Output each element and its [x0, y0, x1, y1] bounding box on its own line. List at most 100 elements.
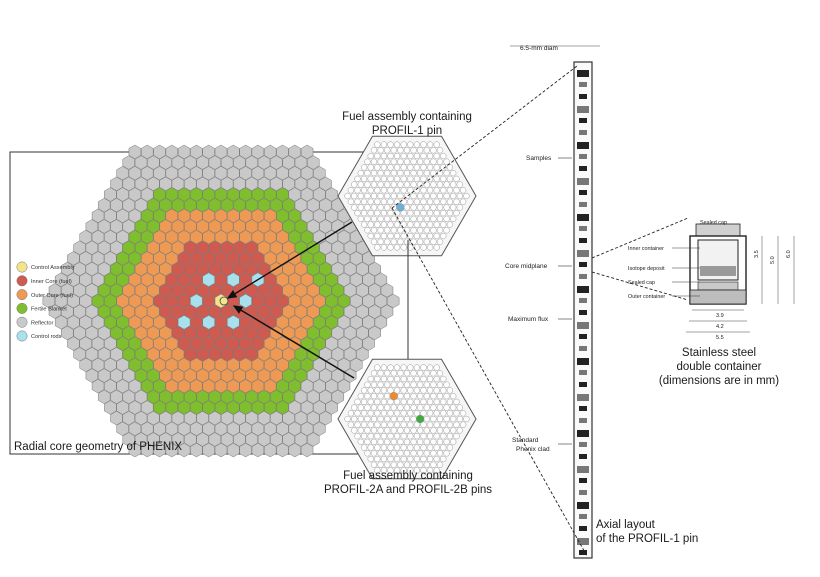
core-assembly-hex	[270, 176, 283, 191]
fuel-pin	[347, 198, 355, 205]
fuel-pin	[423, 427, 430, 434]
fuel-pin	[367, 410, 374, 417]
fuel-pin	[360, 433, 368, 440]
core-assembly-hex	[147, 240, 160, 255]
fuel-pin	[397, 215, 404, 222]
fuel-pin	[360, 410, 368, 417]
core-assembly-hex	[67, 272, 80, 287]
fuel-pin	[387, 164, 394, 171]
core-assembly-hex	[239, 336, 252, 351]
fuel-pin	[417, 192, 424, 200]
fuel-pin	[384, 450, 391, 457]
core-hex-map	[42, 144, 400, 458]
core-assembly-hex	[116, 229, 129, 245]
fuel-pin	[380, 232, 388, 240]
fuel-pin	[426, 398, 434, 405]
core-assembly-hex	[122, 283, 135, 298]
fuel-pin	[417, 427, 424, 434]
container-dimension: 5.5	[716, 335, 724, 341]
core-assembly-hex	[313, 336, 326, 351]
fuel-pin	[367, 375, 374, 383]
core-assembly-hex	[134, 368, 148, 383]
core-assembly-hex	[147, 347, 160, 362]
core-assembly-hex	[165, 144, 178, 160]
fuel-pin	[377, 461, 384, 468]
core-assembly-hex	[190, 208, 203, 223]
core-assembly-hex	[177, 421, 191, 436]
core-assembly-hex	[67, 315, 80, 330]
core-assembly-hex	[85, 304, 99, 319]
core-assembly-hex	[97, 304, 111, 319]
fuel-pin	[450, 170, 457, 177]
core-assembly-hex	[165, 357, 178, 373]
core-assembly-hex	[288, 293, 301, 309]
core-assembly-hex	[97, 219, 111, 234]
core-assembly-hex	[307, 325, 320, 341]
fuel-pin	[393, 164, 401, 171]
core-assembly-hex	[227, 357, 240, 373]
core-assembly-hex	[159, 368, 172, 383]
core-assembly-hex	[245, 411, 258, 426]
fuel-pin	[407, 152, 414, 160]
fuel-pin	[433, 421, 440, 428]
core-assembly-hex	[300, 442, 314, 458]
core-assembly-hex	[319, 389, 332, 404]
core-assembly-hex	[91, 251, 105, 266]
fuel-pin	[440, 221, 447, 228]
fuel-pin	[380, 210, 388, 217]
fuel-pin	[430, 427, 437, 434]
core-assembly-hex	[307, 368, 320, 383]
core-assembly-hex	[233, 176, 246, 191]
core-assembly-hex	[307, 304, 320, 319]
fuel-pin	[374, 232, 381, 240]
fuel-pin	[426, 444, 434, 451]
core-assembly-hex	[134, 304, 148, 319]
fuel-pin	[400, 244, 407, 251]
fuel-pin	[420, 141, 427, 148]
fuel-pin	[397, 238, 404, 245]
core-assembly-hex	[227, 229, 240, 245]
fuel-pin	[387, 444, 394, 451]
fuel-pin	[357, 204, 364, 211]
fuel-pin	[384, 393, 391, 400]
axial-label-standard-clad-1: Standard	[512, 437, 539, 444]
core-assembly-hex	[245, 368, 258, 383]
core-assembly-hex	[177, 315, 191, 330]
fuel-pin	[446, 210, 454, 217]
fuel-pin	[443, 427, 450, 434]
core-assembly-hex	[208, 198, 222, 213]
core-assembly-hex	[325, 272, 338, 287]
core-assembly-hex	[79, 251, 92, 266]
arrow-to-assembly-1	[226, 221, 353, 299]
fuel-pin	[393, 387, 401, 394]
core-assembly-hex	[190, 442, 203, 458]
core-assembly-hex	[245, 240, 258, 255]
core-assembly-hex	[239, 251, 252, 266]
core-assembly-hex	[264, 400, 277, 415]
core-assembly-hex	[337, 315, 351, 330]
core-assembly-hex	[184, 155, 197, 170]
core-assembly-hex	[276, 144, 289, 160]
core-assembly-hex	[282, 198, 295, 213]
fuel-pin	[426, 467, 434, 474]
fuel-pin	[430, 158, 437, 165]
fuel-pin	[453, 398, 460, 405]
core-assembly-hex	[202, 357, 215, 373]
core-assembly-hex	[184, 261, 197, 277]
core-assembly-hex	[177, 251, 191, 266]
fuel-pin	[397, 227, 404, 234]
core-assembly-hex	[276, 272, 289, 287]
fuel-pin	[426, 410, 434, 417]
core-assembly-hex	[196, 198, 209, 213]
core-assembly-hex	[177, 166, 191, 181]
pin-sample-segment	[579, 130, 587, 135]
fuel-pin	[400, 187, 407, 194]
core-assembly-hex	[233, 219, 246, 234]
core-assembly-hex	[159, 304, 172, 319]
core-assembly-hex	[331, 240, 345, 255]
fuel-pin	[370, 450, 378, 457]
core-assembly-hex	[239, 208, 252, 223]
core-assembly-hex	[294, 261, 308, 277]
core-assembly-hex	[73, 240, 86, 255]
core-assembly-hex	[85, 283, 99, 298]
